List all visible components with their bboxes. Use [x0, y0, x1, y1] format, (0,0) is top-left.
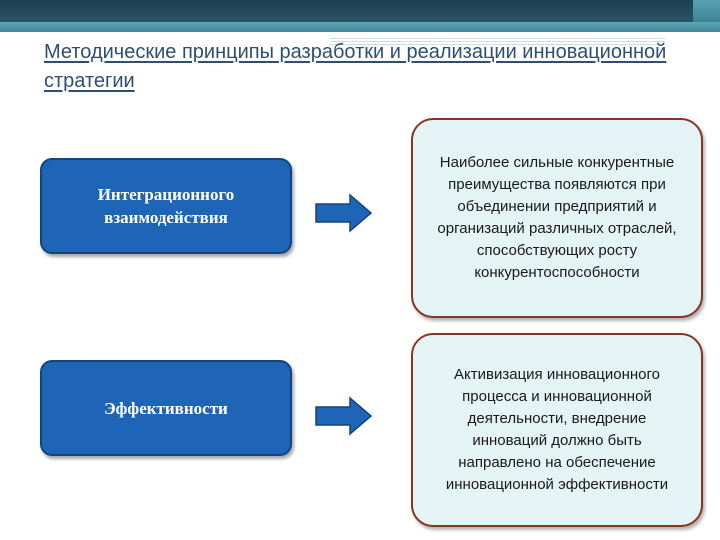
description-box-efficiency: Активизация инновационного процесса и ин… — [411, 333, 703, 527]
header-bar — [0, 0, 720, 22]
description-box-integration: Наиболее сильные конкурентные преимущест… — [411, 118, 703, 318]
principle-box-integration: Интеграционного взаимодействия — [40, 158, 292, 254]
header-accent-bar — [0, 22, 720, 32]
slide-title: Методические принципы разработки и реали… — [44, 41, 667, 92]
arrow-right-icon — [315, 193, 373, 233]
principle-box-efficiency: Эффективности — [40, 360, 292, 456]
title-decoration-lines — [330, 38, 665, 46]
arrow-right-icon — [315, 396, 373, 436]
header-corner-accent — [693, 0, 720, 22]
